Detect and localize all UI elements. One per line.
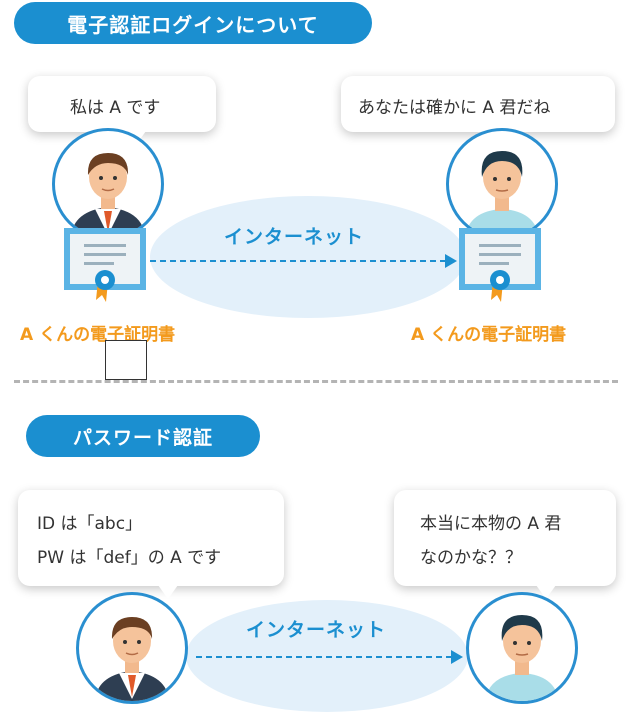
section-title-ecert: 電子認証ログインについて [14,2,372,44]
section-title-password: パスワード認証 [26,415,260,457]
internet-cloud [150,196,466,318]
bubble-text-line1: ID は「abc」 [37,514,143,534]
transmission-arrow [150,260,446,262]
empty-box [105,340,147,380]
internet-label: インターネット [224,226,365,248]
speech-bubble-password: ID は「abc」 PW は「def」の A です [18,490,284,599]
speech-bubble-doubt: 本当に本物の A 君 なのかな？？ [394,490,616,599]
cert-label-right: A くんの電子証明書 [411,325,567,345]
bubble-text-line2: なのかな？？ [420,548,522,568]
businessman-avatar-icon [52,128,164,240]
bubble-text-line2: PW は「def」の A です [37,548,222,568]
cert-label-left: A くんの電子証明書 [20,325,176,345]
speech-bubble-server: あなたは確かに A 君だね [341,76,615,145]
certificate-icon [459,228,541,302]
transmission-arrow [196,656,452,658]
bubble-text: 私は A です [70,98,161,118]
arrowhead-icon [451,650,463,664]
casual-man-avatar-icon [446,128,558,240]
speech-bubble-a: 私は A です [28,76,216,145]
casual-man-avatar-icon [466,592,578,704]
internet-label: インターネット [246,619,387,641]
bubble-text-line1: 本当に本物の A 君 [420,514,562,534]
arrowhead-icon [445,254,457,268]
section-divider [14,380,618,383]
certificate-icon [64,228,146,302]
businessman-avatar-icon [76,592,188,704]
bubble-text: あなたは確かに A 君だね [358,98,551,118]
